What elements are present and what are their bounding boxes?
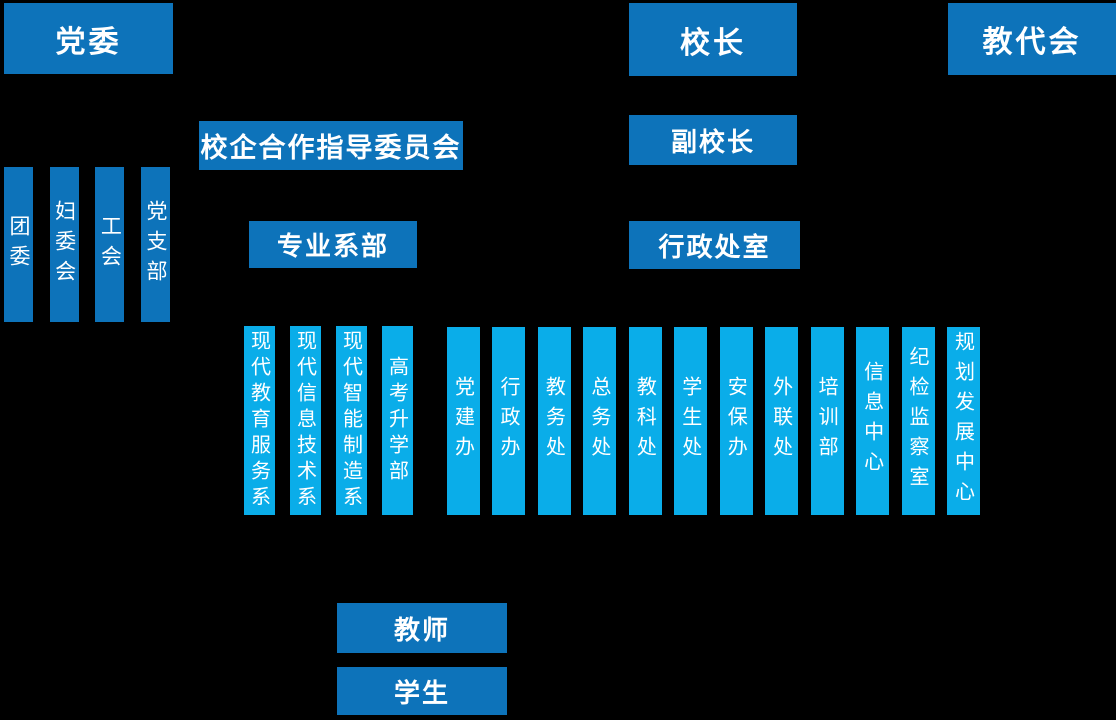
node-external-liaison-office-label: 外联处	[769, 376, 794, 466]
node-labor-union-label: 工会	[98, 214, 123, 275]
node-modern-intelligent-manufacturing-dept-label: 现代智能制造系	[339, 329, 364, 512]
node-administration-office: 行政办	[492, 327, 526, 515]
node-students-label: 学生	[393, 678, 450, 709]
node-vice-principal: 副校长	[629, 115, 797, 165]
node-training-dept-label: 培训部	[815, 376, 840, 466]
node-principal-label: 校长	[680, 25, 746, 61]
node-party-branch-label: 党支部	[143, 199, 168, 290]
node-party-committee: 党委	[4, 3, 173, 74]
node-modern-education-service-dept-label: 现代教育服务系	[247, 329, 272, 512]
node-modern-intelligent-manufacturing-dept: 现代智能制造系	[336, 326, 367, 515]
admin-office-columns: 党建办 行政办 教务处 总务处 教科处 学生处 安保办 外联处 培训部 信息中心	[447, 327, 980, 515]
node-party-building-office: 党建办	[447, 327, 480, 515]
node-student-affairs-office: 学生处	[674, 327, 708, 515]
node-academic-affairs-office: 教务处	[537, 327, 571, 515]
node-general-affairs-office-label: 总务处	[587, 376, 612, 466]
node-information-center-label: 信息中心	[860, 361, 885, 481]
node-planning-development-center: 规划发展中心	[946, 327, 980, 515]
node-academic-affairs-office-label: 教务处	[542, 376, 567, 466]
node-teachers-label: 教师	[393, 615, 450, 646]
node-school-enterprise-cooperation-committee: 校企合作指导委员会	[199, 121, 463, 170]
node-discipline-inspection-office: 纪检监察室	[901, 327, 935, 515]
node-labor-union: 工会	[95, 167, 125, 322]
node-youth-league-committee-label: 团委	[7, 214, 31, 275]
node-discipline-inspection-office-label: 纪检监察室	[906, 346, 931, 496]
node-party-committee-label: 党委	[55, 24, 122, 60]
node-vice-principal-label: 副校长	[670, 127, 755, 158]
node-administrative-offices-group: 行政处室	[629, 221, 800, 269]
node-women-committee-label: 妇委会	[52, 199, 77, 290]
party-branch-columns: 团委 妇委会 工会 党支部	[4, 167, 170, 322]
node-administration-office-label: 行政办	[496, 376, 521, 466]
node-administrative-offices-group-label: 行政处室	[658, 232, 771, 263]
node-security-office: 安保办	[719, 327, 753, 515]
node-women-committee: 妇委会	[49, 167, 79, 322]
node-party-branch: 党支部	[140, 167, 170, 322]
node-teaching-research-office-label: 教科处	[633, 376, 658, 466]
node-gaokao-advancement-dept: 高考升学部	[382, 326, 413, 515]
node-staff-congress-label: 教代会	[982, 25, 1082, 60]
node-principal: 校长	[629, 3, 797, 76]
node-security-office-label: 安保办	[724, 376, 749, 466]
node-information-center: 信息中心	[856, 327, 890, 515]
node-youth-league-committee: 团委	[4, 167, 33, 322]
node-student-affairs-office-label: 学生处	[678, 376, 703, 466]
node-teaching-research-office: 教科处	[628, 327, 662, 515]
node-academic-departments-group-label: 专业系部	[276, 232, 389, 262]
node-planning-development-center-label: 规划发展中心	[951, 331, 976, 511]
node-gaokao-advancement-dept-label: 高考升学部	[385, 355, 410, 486]
node-modern-information-technology-dept: 现代信息技术系	[290, 326, 321, 515]
node-students: 学生	[337, 667, 507, 715]
node-party-building-office-label: 党建办	[451, 376, 476, 466]
node-general-affairs-office: 总务处	[583, 327, 617, 515]
node-teachers: 教师	[337, 603, 507, 653]
node-external-liaison-office: 外联处	[765, 327, 799, 515]
node-training-dept: 培训部	[810, 327, 844, 515]
node-modern-information-technology-dept-label: 现代信息技术系	[293, 329, 318, 512]
node-school-enterprise-cooperation-committee-label: 校企合作指导委员会	[200, 133, 462, 164]
academic-department-columns: 现代教育服务系 现代信息技术系 现代智能制造系 高考升学部	[244, 326, 413, 515]
node-staff-congress: 教代会	[948, 3, 1116, 75]
node-modern-education-service-dept: 现代教育服务系	[244, 326, 275, 515]
node-academic-departments-group: 专业系部	[249, 221, 417, 268]
